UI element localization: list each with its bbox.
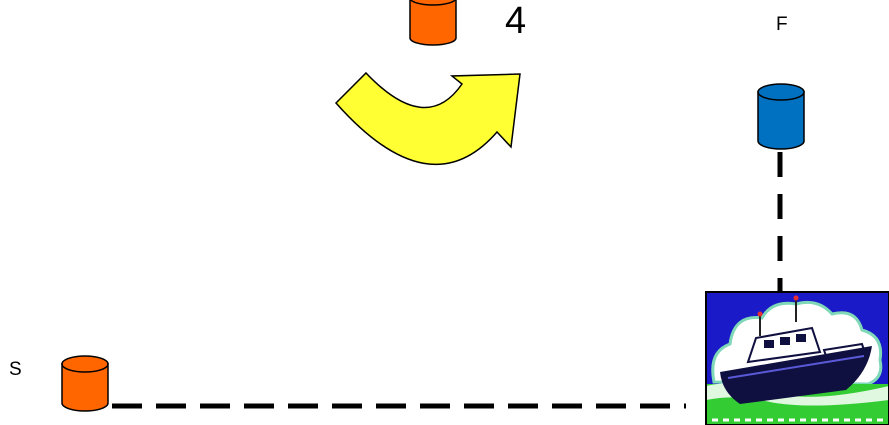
committee-boat-icon [705, 291, 889, 425]
finish-label: F [776, 14, 788, 35]
mark-number-label: 4 [505, 0, 527, 42]
curved-arrow-icon [334, 71, 521, 166]
turn-buoy-icon [409, 0, 457, 46]
finish-buoy-icon [757, 83, 805, 150]
start-label: S [9, 359, 22, 380]
start-buoy-icon [61, 355, 109, 412]
